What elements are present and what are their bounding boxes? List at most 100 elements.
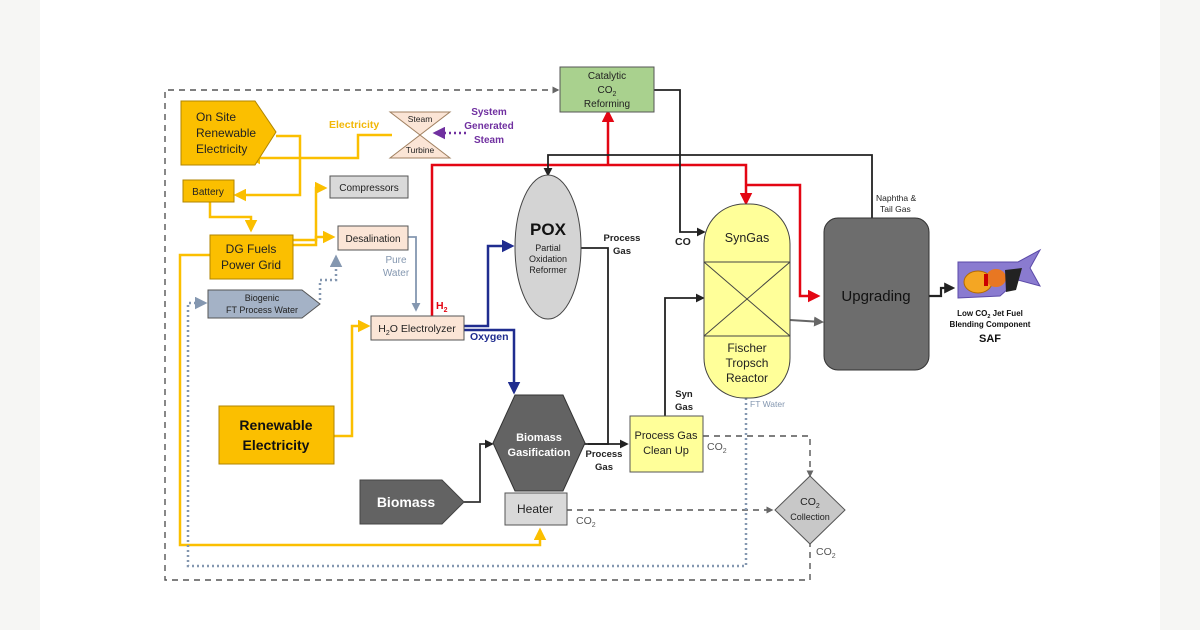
electricity-label: Electricity [329,119,379,131]
co2-recycle-dashed-line [164,86,811,581]
upgrading-node: Upgrading [823,217,930,371]
turbine-label: Turbine [406,145,435,155]
oxygen-label: Oxygen [470,331,509,343]
grid-desalination-line [293,230,336,247]
tail-gas-line [543,154,873,218]
onsite-line-1: On Site [196,110,236,124]
hydrogen-upgrading-line [746,183,821,303]
renewable-electricity-node: Renewable Electricity [218,405,335,465]
reactor-upgrading-line [789,316,824,327]
syn-gas-2: Gas [675,402,693,413]
catalytic-reforming-node: Catalytic CO2 Reforming [559,66,655,113]
naphtha-label-1: Naphtha & [876,193,916,203]
oxygen-gasification-line [464,328,521,395]
onsite-line-3: Electricity [196,142,247,156]
battery-node: Battery [182,179,235,203]
ft-water-label: FT Water [750,399,785,409]
pure-water-1: Pure [385,255,407,266]
catalytic-line-3: Reforming [584,99,630,110]
biomass-label: Biomass [377,494,436,510]
gasification-line-2: Gasification [508,447,571,459]
cleanup-line-1: Process Gas [635,430,698,442]
biogenic-water-line [318,254,343,300]
renewable-electrolyzer-line [334,319,371,438]
process-gas-bottom-1: Process [586,449,623,460]
steam-label-2: Generated [464,121,513,132]
syn-gas-1: Syn [675,389,693,400]
heater-node: Heater [504,492,568,526]
co2-heater-label: CO2 [576,515,596,529]
pox-reformer-node: POX Partial Oxidation Reformer [514,174,582,320]
desalination-label: Desalination [345,234,400,245]
saf-line-2: Blending Component [950,320,1031,329]
pure-water-line [407,236,421,312]
cleanup-node: Process Gas Clean Up [629,415,704,473]
onsite-line-2: Renewable [196,126,256,140]
gasification-node: Biomass Gasification [492,394,586,492]
ft-line-1: Fischer [727,341,766,355]
syngas-label: SynGas [725,231,769,245]
ft-line-3: Reactor [726,371,768,385]
heater-label: Heater [517,502,553,516]
compressors-label: Compressors [339,183,398,194]
steam-turbine-node: Steam Turbine [388,111,452,159]
steam-electricity-line [247,133,392,165]
cleanup-co2-dashed-line [703,435,814,478]
grid-heater-line [178,253,547,547]
compressors-node: Compressors [329,175,409,199]
pox-sub-3: Reformer [529,265,567,275]
grid-line-1: DG Fuels [226,242,277,256]
upgrading-saf-line [929,282,956,298]
process-gas-top-2: Gas [613,246,631,257]
hydrogen-line [430,163,753,318]
grid-compressors-line [293,181,328,242]
onsite-battery-line [233,134,302,202]
biogenic-water-node: Biogenic FT Process Water [207,289,321,319]
biomass-gasification-line [464,439,494,503]
dg-fuels-grid-node: DG Fuels Power Grid [209,234,294,280]
desalination-node: Desalination [337,225,409,251]
pure-water-2: Water [383,268,410,279]
steam-label-1: System [471,107,507,118]
grid-line-2: Power Grid [221,258,281,272]
onsite-renewable-node: On Site Renewable Electricity [180,100,277,166]
steam-label-3: Steam [474,135,504,146]
oxygen-pox-line [464,239,515,328]
collection-co2-label: CO2 [800,496,820,510]
electrolyzer-node: H2O Electrolyzer [370,315,465,341]
catalytic-line-1: Catalytic [588,71,626,82]
cleanup-line-2: Clean Up [643,445,689,457]
renewable-line-2: Electricity [243,437,310,453]
electrolyzer-label: H2O Electrolyzer [378,323,456,337]
pox-sub-1: Partial [535,243,561,253]
steam-label: Steam [408,114,433,124]
naphtha-label-2: Tail Gas [880,204,911,214]
co2-collection-node: CO2 Collection [774,475,846,545]
upgrading-label: Upgrading [841,288,910,305]
saf-line-1: Low CO2 Jet Fuel [957,309,1023,320]
pox-title: POX [530,220,567,239]
process-gas-top-1: Process [604,233,641,244]
battery-label: Battery [192,187,224,198]
ft-line-2: Tropsch [726,356,769,370]
pox-sub-2: Oxidation [529,254,567,264]
co2-bottom-label: CO2 [816,546,836,560]
ft-water-line [186,296,748,568]
battery-grid-line [208,202,258,233]
biogenic-line-2: FT Process Water [226,305,298,315]
gasification-line-1: Biomass [516,432,562,444]
co2-cleanup-label: CO2 [707,441,727,455]
pox-process-gas-line [580,247,609,445]
reforming-co-line [654,89,706,237]
airplane-fuel-icon [957,248,1042,299]
ft-reactor-node: SynGas Fischer Tropsch Reactor [703,203,791,399]
catalytic-line-2: CO2 [598,85,617,98]
h2-label: H2 [436,300,448,314]
saf-title: SAF [979,333,1001,345]
syngas-reactor-line [664,293,705,416]
process-gas-bottom-2: Gas [595,462,613,473]
biogenic-line-1: Biogenic [245,293,280,303]
biomass-node: Biomass [359,479,465,525]
